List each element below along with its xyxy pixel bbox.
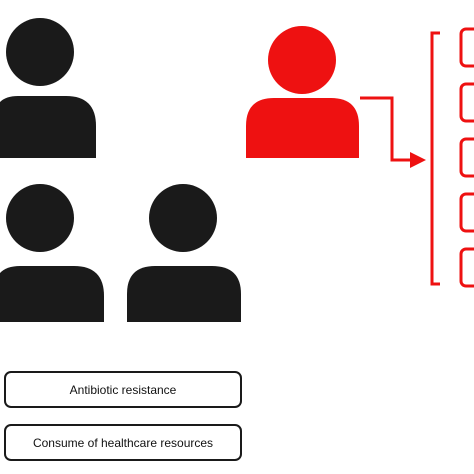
- highlighted-person-icon: [246, 26, 359, 158]
- person-body: [127, 266, 241, 322]
- label-text: Antibiotic resistance: [69, 382, 177, 397]
- label-box-antibiotic-resistance: Antibiotic resistance: [4, 371, 242, 408]
- person-icon: [0, 18, 96, 158]
- person-head: [149, 184, 217, 252]
- outcome-box: [459, 27, 474, 68]
- outcome-box: [459, 137, 474, 178]
- person-head: [268, 26, 336, 94]
- person-icon: [127, 184, 241, 322]
- person-head: [6, 18, 74, 86]
- outcome-box-group: [459, 27, 474, 288]
- person-head: [6, 184, 74, 252]
- outcome-box: [459, 82, 474, 123]
- bracket-icon: [430, 31, 440, 286]
- outcome-box: [459, 192, 474, 233]
- person-body: [246, 98, 359, 158]
- arrow-icon: [360, 96, 426, 168]
- label-text: Consume of healthcare resources: [32, 435, 214, 450]
- label-box-healthcare-resources: Consume of healthcare resources: [4, 424, 242, 461]
- person-body: [0, 266, 104, 322]
- person-icon: [0, 184, 104, 322]
- outcome-box: [459, 247, 474, 288]
- person-body: [0, 96, 96, 158]
